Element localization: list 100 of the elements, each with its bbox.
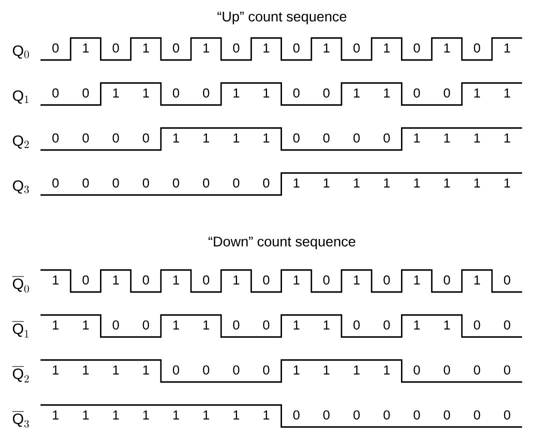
bit-value: 1 xyxy=(504,88,510,98)
bit-value: 1 xyxy=(294,276,300,284)
bit-value: 1 xyxy=(83,320,89,330)
bit-value: 0 xyxy=(112,178,119,188)
bit-value: 1 xyxy=(143,366,149,374)
bit-value: 1 xyxy=(474,134,480,142)
bit-value: 0 xyxy=(203,88,210,98)
bit-value: 0 xyxy=(233,320,240,330)
bit-value: 1 xyxy=(113,410,119,420)
bit-value: 1 xyxy=(384,366,390,374)
bit-value: 1 xyxy=(444,320,450,330)
bit-value: 1 xyxy=(414,178,420,188)
bit-value: 1 xyxy=(83,44,89,52)
bit-value: 0 xyxy=(384,320,390,330)
bit-value: 0 xyxy=(263,275,270,285)
signal-name: $\overline{\mathrm{Q}}_{0}$ xyxy=(12,276,29,293)
bit-value: 0 xyxy=(112,43,119,53)
bit-value: 1 xyxy=(474,88,480,98)
bit-value: 0 xyxy=(263,178,270,188)
bit-value: 1 xyxy=(324,366,330,374)
bit-value: 1 xyxy=(324,44,330,52)
bit-value: 1 xyxy=(354,178,360,188)
bit-value: 1 xyxy=(173,320,179,330)
bit-value: 0 xyxy=(384,410,390,420)
bit-value: 0 xyxy=(323,275,330,285)
bit-value: 1 xyxy=(444,178,450,188)
bit-value: 1 xyxy=(143,410,149,420)
bit-value: 1 xyxy=(264,134,270,142)
bit-value: 1 xyxy=(143,44,149,52)
bit-value: 1 xyxy=(264,44,270,52)
bit-value: 1 xyxy=(173,134,179,142)
bit-value: 0 xyxy=(82,88,89,98)
bit-value: 1 xyxy=(504,178,510,188)
bit-value: 0 xyxy=(504,365,510,375)
signal-name: $\mathrm{Q}_{2}$ xyxy=(12,135,29,149)
bit-value: 1 xyxy=(324,320,330,330)
bit-value: 1 xyxy=(203,44,210,52)
bit-value: 0 xyxy=(384,275,390,285)
heading: “Down” count sequence xyxy=(208,236,356,250)
bit-value: 1 xyxy=(203,410,210,420)
bit-value: 0 xyxy=(293,133,300,143)
bit-value: 0 xyxy=(474,410,480,420)
bit-value: 0 xyxy=(172,43,180,53)
bit-value: 1 xyxy=(264,410,270,420)
signal-name: $\overline{\mathrm{Q}}_{3}$ xyxy=(12,412,29,428)
bit-value: 0 xyxy=(172,88,180,98)
bit-value: 0 xyxy=(474,43,480,53)
bit-value: 1 xyxy=(173,410,179,420)
bit-value: 0 xyxy=(172,365,180,375)
bit-value: 1 xyxy=(52,410,58,420)
bit-value: 0 xyxy=(414,43,420,53)
bit-value: 0 xyxy=(414,365,420,375)
bit-value: 0 xyxy=(414,410,420,420)
bit-value: 0 xyxy=(444,365,450,375)
bit-value: 0 xyxy=(504,410,510,420)
signal-name: $\mathrm{Q}_{3}$ xyxy=(12,180,29,194)
bit-value: 1 xyxy=(83,410,89,420)
bit-value: 1 xyxy=(444,134,450,142)
bit-value: 0 xyxy=(263,365,270,375)
bit-value: 0 xyxy=(323,133,330,143)
bit-value: 0 xyxy=(504,320,510,330)
bit-value: 0 xyxy=(52,178,59,188)
bit-value: 0 xyxy=(354,43,360,53)
bit-value: 1 xyxy=(234,410,240,420)
bit-value: 1 xyxy=(113,88,119,98)
signal-name: $\overline{\mathrm{Q}}_{1}$ xyxy=(12,322,28,338)
bit-value: 0 xyxy=(203,365,210,375)
bit-value: 0 xyxy=(444,275,450,285)
bit-value: 0 xyxy=(142,178,150,188)
bit-value: 0 xyxy=(112,133,119,143)
bit-value: 0 xyxy=(52,43,59,53)
bit-value: 1 xyxy=(354,276,360,284)
bit-value: 0 xyxy=(82,133,89,143)
bit-value: 0 xyxy=(293,88,300,98)
bit-value: 1 xyxy=(474,178,480,188)
bit-value: 0 xyxy=(82,178,89,188)
bit-value: 1 xyxy=(414,134,420,142)
bit-value: 0 xyxy=(172,178,180,188)
bit-value: 0 xyxy=(52,88,59,98)
bit-value: 0 xyxy=(142,320,150,330)
bit-value: 0 xyxy=(112,320,119,330)
bit-value: 1 xyxy=(234,276,240,284)
bit-value: 1 xyxy=(294,366,300,374)
bit-value: 0 xyxy=(82,275,89,285)
bit-value: 1 xyxy=(324,178,330,188)
bit-value: 0 xyxy=(354,320,360,330)
bit-value: 0 xyxy=(52,133,59,143)
bit-value: 1 xyxy=(203,320,210,330)
bit-value: 1 xyxy=(234,134,240,142)
bit-value: 1 xyxy=(504,134,510,142)
bit-value: 0 xyxy=(203,275,210,285)
bit-value: 1 xyxy=(504,44,510,52)
signal-name: $\mathrm{Q}_{1}$ xyxy=(12,90,28,104)
bit-value: 1 xyxy=(474,276,480,284)
bit-value: 0 xyxy=(233,365,240,375)
bit-value: 1 xyxy=(52,366,58,374)
signal-name: $\mathrm{Q}_{0}$ xyxy=(12,45,29,59)
bit-value: 1 xyxy=(384,88,390,98)
bit-value: 1 xyxy=(294,178,300,188)
bit-value: 0 xyxy=(354,133,360,143)
